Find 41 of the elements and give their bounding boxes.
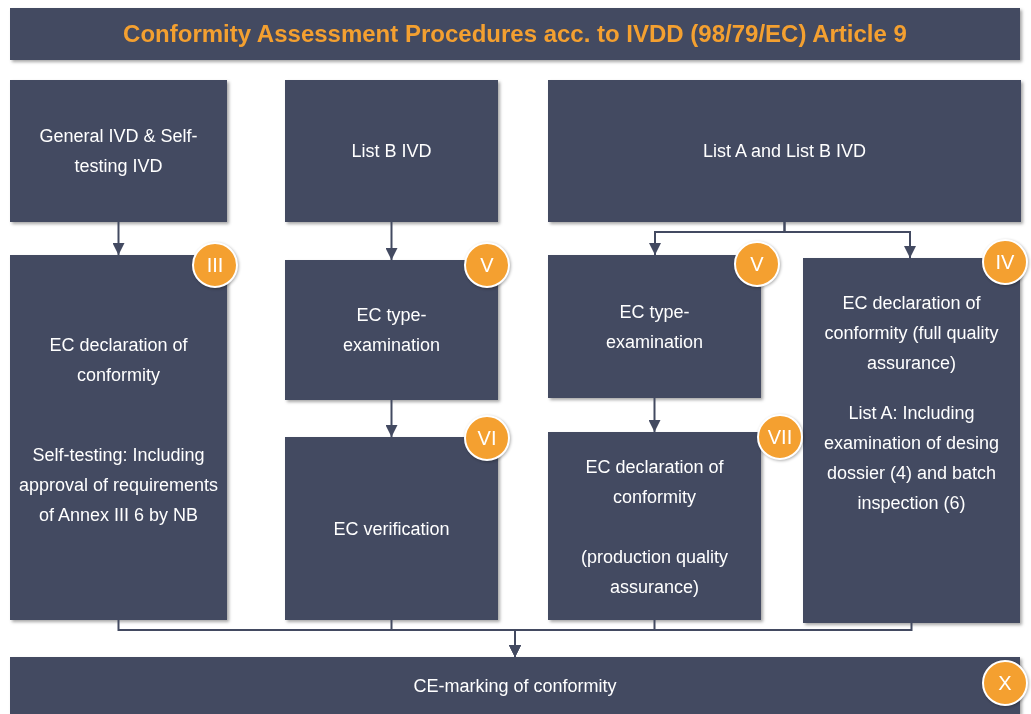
annex-number-badge xyxy=(982,239,1028,285)
annex-number-badge xyxy=(464,242,510,288)
arrow xyxy=(509,622,913,658)
box-text: EC declaration of conformity xyxy=(584,456,725,509)
box-text: Self-testing: Including approval of requirements of Annex III 6 by NB xyxy=(18,444,219,527)
box-text: EC type-examination xyxy=(604,300,705,354)
arrow xyxy=(112,221,125,256)
box-text: List B IVD xyxy=(351,140,432,163)
process-box xyxy=(548,432,761,620)
annex-number-badge xyxy=(734,241,780,287)
annex-number-badge xyxy=(757,414,803,460)
process-box xyxy=(548,80,1021,222)
badge-text: V xyxy=(480,253,494,277)
arrow xyxy=(783,221,916,259)
arrow xyxy=(385,399,398,438)
badge-text: V xyxy=(750,252,764,276)
title-banner xyxy=(10,8,1020,60)
box-text: CE-marking of conformity xyxy=(413,674,617,698)
arrow xyxy=(648,397,661,433)
box-text: EC verification xyxy=(333,517,450,541)
badge-text: IV xyxy=(995,250,1015,274)
annex-number-badge xyxy=(464,415,510,461)
box-text: EC declaration of conformity (full quality assurance) xyxy=(823,292,1000,375)
box-text: List A and List B IVD xyxy=(702,140,867,163)
process-box xyxy=(10,80,227,222)
annex-number-badge xyxy=(192,242,238,288)
box-text: General IVD & Self-testing IVD xyxy=(38,125,199,178)
box-text: (production quality assurance) xyxy=(579,546,730,599)
badge-text: X xyxy=(998,671,1012,695)
badge-text: VI xyxy=(477,426,497,450)
badge-text: VII xyxy=(767,425,793,449)
box-text: List A: Including examination of desing dossier (4) and batch inspection (6) xyxy=(822,402,1001,515)
box-text: EC type-examination xyxy=(341,304,442,357)
process-box xyxy=(285,260,498,400)
arrow xyxy=(385,221,398,261)
badge-text: III xyxy=(206,253,224,277)
process-box xyxy=(285,80,498,222)
title: Conformity Assessment Procedures acc. to IVDD (98/79/EC) Article 9 xyxy=(123,20,907,48)
box-text: EC declaration of conformity xyxy=(48,334,189,387)
process-box xyxy=(10,255,227,620)
process-box xyxy=(10,657,1020,714)
